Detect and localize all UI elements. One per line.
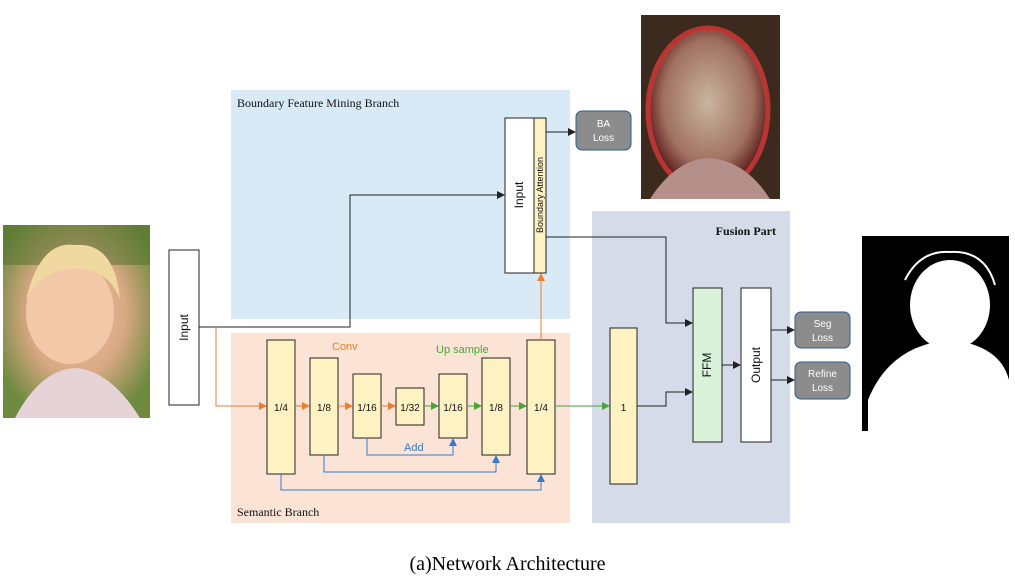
fusion-block-one — [609, 327, 638, 485]
arrow-one-to-ffm — [637, 388, 693, 407]
semantic-block — [395, 387, 425, 426]
semantic-blocks: 1/4 1/8 1/16 1/32 1/16 1/8 1/4 — [266, 339, 556, 475]
skip-add-1-16 — [366, 438, 457, 456]
output-block — [740, 287, 772, 443]
conv-annotation: Conv — [332, 341, 358, 353]
semantic-block — [481, 357, 511, 456]
semantic-block-label: 1/16 — [357, 403, 377, 414]
boundary-branch-title: Boundary Feature Mining Branch — [237, 96, 399, 110]
semantic-block — [526, 339, 556, 475]
semantic-block-label: 1/8 — [317, 403, 331, 414]
ba-loss-box: BA Loss — [575, 110, 632, 151]
ba-loss-line2: Loss — [593, 133, 614, 144]
figure-caption: (a)Network Architecture — [409, 553, 606, 575]
output-label: Output — [749, 346, 763, 383]
ffm-block — [692, 287, 723, 443]
arrow-input-to-semantic — [215, 327, 267, 410]
refine-loss-line2: Loss — [812, 383, 833, 394]
arrow-input-to-attention — [199, 191, 505, 328]
add-annotation: Add — [404, 442, 424, 454]
semantic-branch-title: Semantic Branch — [237, 505, 319, 519]
semantic-block-label: 1/8 — [489, 403, 503, 414]
boundary-attention-photo — [641, 15, 780, 199]
fusion-block-one-label: 1 — [621, 403, 627, 414]
semantic-block-label: 1/4 — [274, 403, 288, 414]
input-block — [168, 249, 200, 406]
attention-input-label: Input — [512, 181, 526, 208]
seg-loss-line2: Loss — [812, 333, 833, 344]
semantic-block-label: 1/32 — [400, 403, 420, 414]
semantic-block-label: 1/4 — [534, 403, 548, 414]
output-matte — [862, 236, 1009, 431]
input-block-label: Input — [177, 313, 191, 340]
refine-loss-line1: Refine — [808, 369, 837, 380]
semantic-block-label: 1/16 — [443, 403, 463, 414]
skip-add-1-4 — [280, 474, 545, 491]
seg-loss-box: Seg Loss — [794, 311, 851, 349]
fusion-part-title: Fusion Part — [716, 224, 776, 238]
semantic-block — [266, 339, 296, 475]
refine-loss-box: Refine Loss — [794, 361, 851, 400]
ba-loss-line1: BA — [597, 119, 611, 130]
boundary-attention-label: Boundary Attention — [535, 157, 545, 233]
arrow-attention-to-ffm — [546, 236, 693, 327]
input-photo — [3, 225, 150, 418]
seg-loss-line1: Seg — [814, 319, 832, 330]
upsample-annotation: Up sample — [436, 344, 489, 356]
skip-add-1-8 — [323, 455, 500, 473]
ffm-label: FFM — [700, 353, 714, 378]
